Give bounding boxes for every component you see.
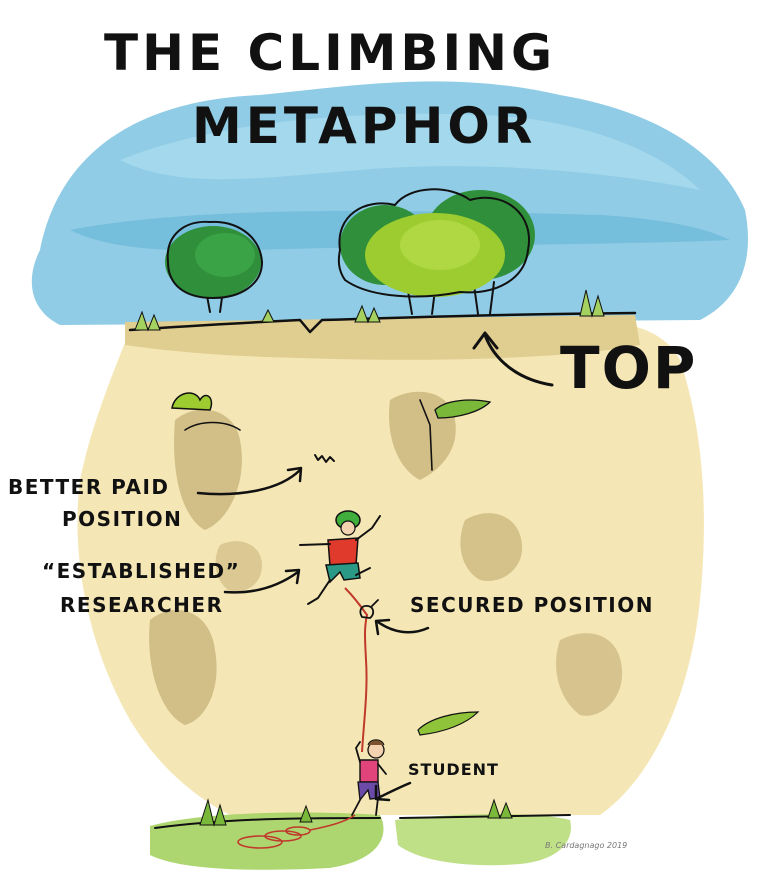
tree-left: [165, 220, 263, 313]
bush-icon: [171, 392, 213, 411]
label-top: TOP: [560, 334, 697, 402]
label-student: STUDENT: [408, 760, 499, 779]
grass-tuft: [354, 304, 381, 324]
label-secured-position: SECURED POSITION: [410, 593, 654, 617]
arrow-secured: [374, 618, 430, 636]
cliff-top-line: [128, 311, 637, 334]
climbing-rope: [344, 587, 369, 753]
arrow-student: [374, 781, 412, 802]
label-better-paid-line-2: POSITION: [62, 507, 182, 531]
trees: [134, 188, 605, 332]
cliff-top-ledge: [125, 315, 640, 360]
student-shirt: [359, 759, 379, 783]
rock-shadow: [215, 541, 262, 592]
anchor-icon: [359, 599, 379, 619]
hold-marks: [314, 454, 335, 463]
tree-right-group: [337, 188, 535, 315]
label-established-line-2: RESEARCHER: [60, 593, 224, 617]
grass-tuft: [579, 289, 605, 318]
cliff-bushes: [171, 392, 492, 736]
title-line-1: THE CLIMBING: [104, 24, 556, 82]
rope-coil: [237, 814, 356, 849]
artist-signature: B. Cardagnago 2019: [545, 841, 627, 850]
grass-tuft: [261, 308, 275, 323]
arrow-established: [223, 568, 301, 594]
title-line-2: METAPHOR: [192, 97, 536, 155]
ground-grass-left: [150, 812, 384, 870]
bush-icon: [417, 711, 480, 736]
bush-icon: [434, 399, 492, 419]
ground-grass-right: [395, 814, 571, 866]
climber-student: [351, 739, 387, 816]
label-better-paid-line-1: BETTER PAID: [8, 475, 170, 499]
grass-tuft: [299, 804, 313, 823]
grass-tuft: [199, 798, 227, 827]
rock-shadow: [174, 409, 242, 530]
sky-highlight: [120, 113, 700, 190]
cliff: [77, 315, 704, 815]
grass-tuft: [487, 798, 513, 820]
rock-shadow: [149, 610, 217, 725]
label-established-line-1: “ESTABLISHED”: [42, 559, 240, 583]
climber-shirt: [327, 537, 359, 567]
rock-shadow: [460, 513, 523, 581]
arrow-top: [472, 331, 554, 387]
arrow-better-paid: [196, 466, 303, 496]
climber-head: [340, 520, 356, 536]
rock-shadow: [556, 633, 623, 716]
grass-tuft: [134, 310, 161, 332]
climber-established: [299, 510, 381, 605]
climber-shorts: [325, 562, 361, 584]
arrows: [196, 331, 554, 802]
